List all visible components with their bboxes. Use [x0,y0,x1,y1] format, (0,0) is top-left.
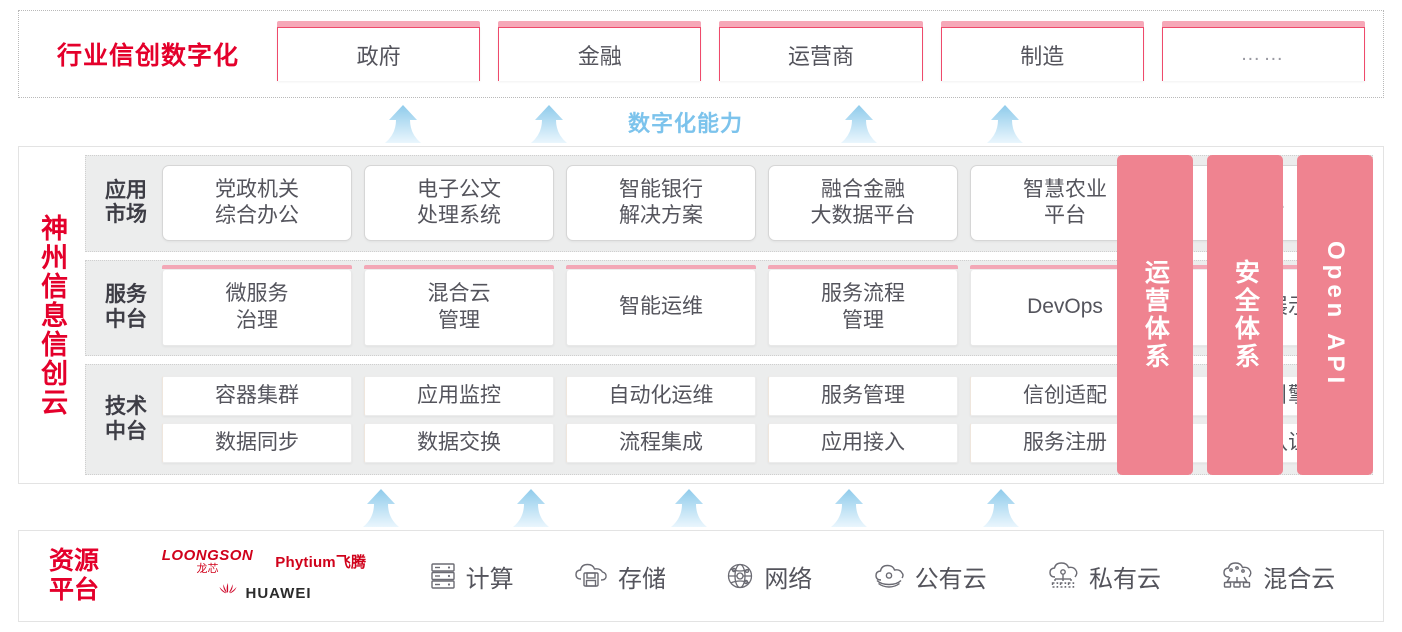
industry-box-more[interactable]: …… [1161,21,1366,81]
service-cell-intelligent-ops[interactable]: 智能运维 [566,265,756,347]
industry-section: 行业信创数字化 政府 金融 运营商 制造 …… [18,10,1384,98]
cloud-platform-body: 应用 市场 党政机关综合办公 电子公文处理系统 智能银行解决方案 融合金融大数据… [85,147,1383,483]
resource-platform-title: 资源 平台 [48,546,99,605]
industry-box-label: 制造 [1020,43,1065,69]
resource-item-public-cloud[interactable]: 公有云 [872,559,987,594]
resource-item-label: 存储 [617,565,666,593]
tech-cell-process-integration[interactable]: 流程集成 [566,423,756,464]
hybrid-cloud-icon [1220,561,1254,591]
tech-cell-application-monitoring[interactable]: 应用监控 [364,376,554,417]
industry-box-label: 政府 [356,43,401,69]
industry-box-label: 金融 [577,43,622,69]
resource-item-label: 网络 [764,565,813,593]
cloud-platform-section: 神州信息信创云 应用 市场 党政机关综合办公 电子公文处理系统 智能银行解决方案 [18,146,1384,484]
tech-cell-automated-ops[interactable]: 自动化运维 [566,376,756,417]
service-cell-hybrid-cloud-management[interactable]: 混合云管理 [364,265,554,347]
up-arrow-icon [358,488,404,528]
pillar-open-api[interactable]: Open API [1297,155,1373,475]
resource-item-network[interactable]: 网络 [725,559,812,594]
resource-item-hybrid-cloud[interactable]: 混合云 [1220,559,1335,594]
resource-item-label: 混合云 [1263,565,1336,593]
resource-platform-section: 资源 平台 LOONGSON 龙芯 Phytium飞腾 [18,530,1384,622]
capability-label: 数字化能力 [628,111,744,136]
industry-box-operator[interactable]: 运营商 [719,21,923,81]
resource-item-label: 公有云 [914,565,987,593]
cloud-platform-title: 神州信息信创云 [37,213,68,417]
resource-item-compute[interactable]: 计算 [429,559,514,594]
up-arrow-icon [836,104,882,144]
industry-box-manufacturing[interactable]: 制造 [940,21,1145,81]
resource-item-storage[interactable]: 存储 [573,559,666,594]
phytium-logo: Phytium飞腾 [275,554,367,571]
vendor-logo-row-1: LOONGSON 龙芯 Phytium飞腾 [162,548,367,575]
tech-cell-data-sync[interactable]: 数据同步 [162,423,352,464]
industry-box-list: 政府 金融 运营商 制造 …… [277,21,1383,81]
up-arrow-icon [508,488,554,528]
tech-cell-container-cluster[interactable]: 容器集群 [162,376,352,417]
app-cell-e-document-system[interactable]: 电子公文处理系统 [364,165,554,242]
network-icon [725,561,755,591]
pillar-list: 运营体系 安全体系 Open API [1117,155,1373,475]
layer-label-service-platform: 服务 中台 [105,283,147,332]
resource-item-label: 私有云 [1088,565,1161,593]
industry-box-label: 运营商 [788,43,855,69]
capability-arrow-band: 数字化能力 [18,100,1384,144]
resource-item-label: 计算 [465,565,514,593]
tech-cell-application-access[interactable]: 应用接入 [768,423,958,464]
industry-box-government[interactable]: 政府 [277,21,481,81]
industry-box-label: …… [1240,43,1287,65]
app-cell-fintech-bigdata-platform[interactable]: 融合金融大数据平台 [768,165,958,242]
huawei-flower-icon [217,582,239,604]
layer-label-technology-platform: 技术 中台 [105,394,147,443]
loongson-logo: LOONGSON 龙芯 [161,547,254,575]
pillar-security-system[interactable]: 安全体系 [1207,155,1283,475]
layer-label-application-market: 应用 市场 [105,178,147,227]
tech-cell-service-management[interactable]: 服务管理 [768,376,958,417]
resource-item-list: 计算 存储 [399,559,1383,594]
up-arrow-icon [666,488,712,528]
up-arrow-icon [526,104,572,144]
vendor-logo-list: LOONGSON 龙芯 Phytium飞腾 [129,548,399,604]
server-icon [429,561,457,591]
pillar-operations-system[interactable]: 运营体系 [1117,155,1193,475]
resource-item-private-cloud[interactable]: 私有云 [1046,559,1161,594]
public-cloud-icon [872,561,906,591]
vendor-logo-row-2: HUAWEI [217,582,312,604]
up-arrow-icon [826,488,872,528]
resource-arrow-band [18,488,1384,528]
private-cloud-icon [1046,561,1080,591]
app-cell-smart-bank-solution[interactable]: 智能银行解决方案 [566,165,756,242]
huawei-logo: HUAWEI [217,582,312,604]
up-arrow-icon [380,104,426,144]
service-cell-list: 微服务治理 混合云管理 智能运维 服务流程管理 DevOps [156,265,1362,347]
cloud-storage-icon [573,561,609,591]
service-cell-microservice-governance[interactable]: 微服务治理 [162,265,352,347]
service-cell-service-process-management[interactable]: 服务流程管理 [768,265,958,347]
industry-title: 行业信创数字化 [56,42,239,70]
tech-cell-data-exchange[interactable]: 数据交换 [364,423,554,464]
up-arrow-icon [982,104,1028,144]
app-cell-party-government-office[interactable]: 党政机关综合办公 [162,165,352,242]
up-arrow-icon [978,488,1024,528]
industry-box-finance[interactable]: 金融 [498,21,702,81]
